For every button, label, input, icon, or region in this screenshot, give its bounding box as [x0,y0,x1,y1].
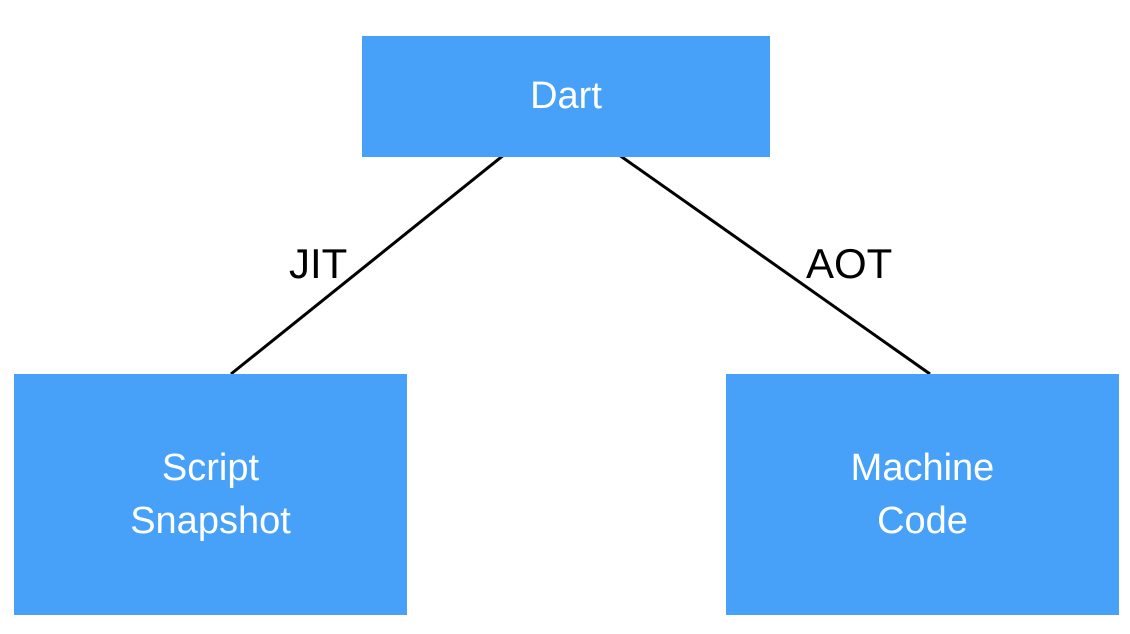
edge-label-aot: AOT [806,240,893,287]
edge-line-aot [611,148,931,376]
node-machine-code-line-1: Machine [850,446,995,489]
edge-label-jit: JIT [289,240,348,287]
node-machine-code-line-2: Code [877,499,968,542]
node-machine-code: Machine Code [726,374,1119,615]
node-dart: Dart [362,36,770,157]
node-script-snapshot-line-2: Snapshot [130,499,291,542]
node-dart-label: Dart [530,75,602,117]
node-script-snapshot-line-1: Script [161,446,260,489]
edge-line-jit [230,148,511,376]
node-script-snapshot: Script Snapshot [14,374,407,615]
